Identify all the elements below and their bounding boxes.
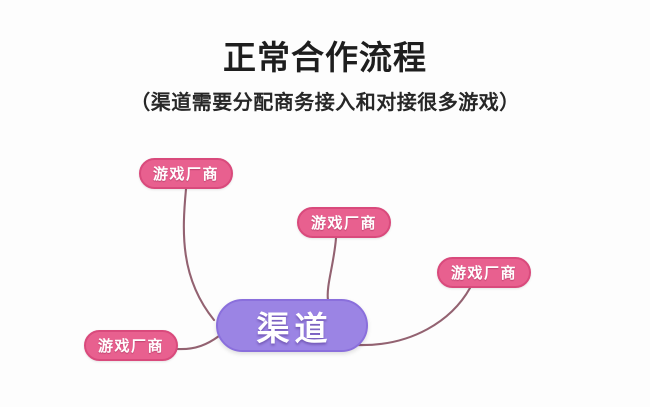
page-subtitle: （渠道需要分配商务接入和对接很多游戏） bbox=[130, 90, 520, 114]
channel-hub-node[interactable]: 渠道 bbox=[216, 299, 368, 352]
vendor-node-top-left[interactable]: 游戏厂商 bbox=[139, 158, 233, 189]
edge-v1-hub bbox=[182, 187, 216, 322]
vendor-node-top-center[interactable]: 游戏厂商 bbox=[297, 207, 391, 238]
edge-v3-hub bbox=[354, 286, 472, 347]
channel-hub-label: 渠道 bbox=[256, 308, 333, 348]
vendor-node-label: 游戏厂商 bbox=[450, 264, 517, 282]
vendor-node-label: 游戏厂商 bbox=[152, 165, 219, 183]
page-title: 正常合作流程 bbox=[223, 38, 427, 77]
vendor-node-label: 游戏厂商 bbox=[310, 214, 377, 232]
vendor-node-bottom-left[interactable]: 游戏厂商 bbox=[84, 330, 178, 361]
vendor-node-right[interactable]: 游戏厂商 bbox=[437, 257, 531, 288]
edge-v2-hub bbox=[326, 236, 338, 302]
vendor-node-label: 游戏厂商 bbox=[97, 337, 164, 355]
edge-v4-hub bbox=[175, 334, 221, 351]
